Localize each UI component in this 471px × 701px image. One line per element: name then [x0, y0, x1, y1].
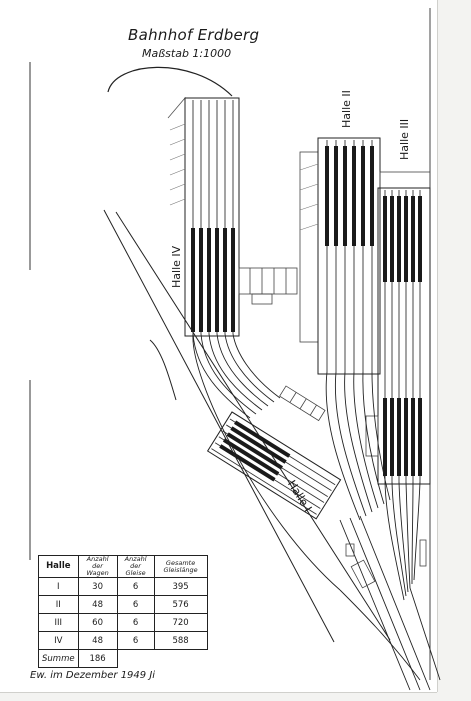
- cell-wagen: 60: [77, 613, 118, 632]
- sum-label: Summe: [38, 649, 79, 668]
- table-row: III 60 6 720: [38, 613, 208, 632]
- cell-halle: II: [38, 595, 79, 614]
- cell-halle: III: [38, 613, 79, 632]
- cell-laenge: 576: [153, 595, 208, 614]
- halle-iv-throat: [192, 333, 341, 591]
- cell-gleise: 6: [116, 631, 155, 650]
- col-halle: Halle: [38, 555, 79, 578]
- cell-wagen: 48: [77, 631, 118, 650]
- cell-gleise: 6: [116, 577, 155, 596]
- halle-i: [206, 411, 342, 520]
- small-shed: [279, 385, 326, 422]
- halle-ii-label: Halle II: [340, 90, 353, 128]
- south-yard-tracks: [339, 515, 431, 691]
- col-gleise: Anzahl der Gleise: [116, 555, 155, 578]
- cell-wagen: 48: [77, 595, 118, 614]
- cell-laenge: 588: [153, 631, 208, 650]
- table-row: IV 48 6 588: [38, 631, 208, 650]
- cell-wagen: 30: [77, 577, 118, 596]
- halle-iii-throat: [384, 481, 441, 681]
- table-sum-row: Summe 186: [38, 649, 208, 668]
- sum-value: 186: [77, 649, 118, 668]
- lower-sheds: [345, 539, 427, 589]
- halle-ii-throat: [325, 371, 391, 521]
- cell-halle: I: [38, 577, 79, 596]
- halle-iii-label: Halle III: [398, 118, 411, 160]
- annex-building: [238, 267, 298, 305]
- cell-laenge: 395: [153, 577, 208, 596]
- cell-halle: IV: [38, 631, 79, 650]
- table-row: I 30 6 395: [38, 577, 208, 596]
- col-laenge: Gesamte Gleislänge: [153, 555, 208, 578]
- cell-gleise: 6: [116, 595, 155, 614]
- col-wagen: Anzahl der Wagen: [77, 555, 118, 578]
- summary-table: Halle Anzahl der Wagen Anzahl der Gleise…: [38, 555, 208, 668]
- footer-note: Ew. im Dezember 1949 Ji: [30, 670, 156, 681]
- halle-iii: [365, 171, 431, 485]
- halle-ii: [299, 137, 381, 375]
- mainline-tracks: [103, 209, 391, 643]
- cell-gleise: 6: [116, 613, 155, 632]
- plan-title: Bahnhof Erdberg: [128, 26, 260, 44]
- cell-laenge: 720: [153, 613, 208, 632]
- table-row: II 48 6 576: [38, 595, 208, 614]
- plan-scale: Maßstab 1:1000: [142, 47, 232, 60]
- approach-curve: [107, 66, 233, 97]
- halle-iv-label: Halle IV: [170, 245, 183, 288]
- halle-iv: [167, 96, 240, 337]
- table-header-row: Halle Anzahl der Wagen Anzahl der Gleise…: [38, 555, 208, 578]
